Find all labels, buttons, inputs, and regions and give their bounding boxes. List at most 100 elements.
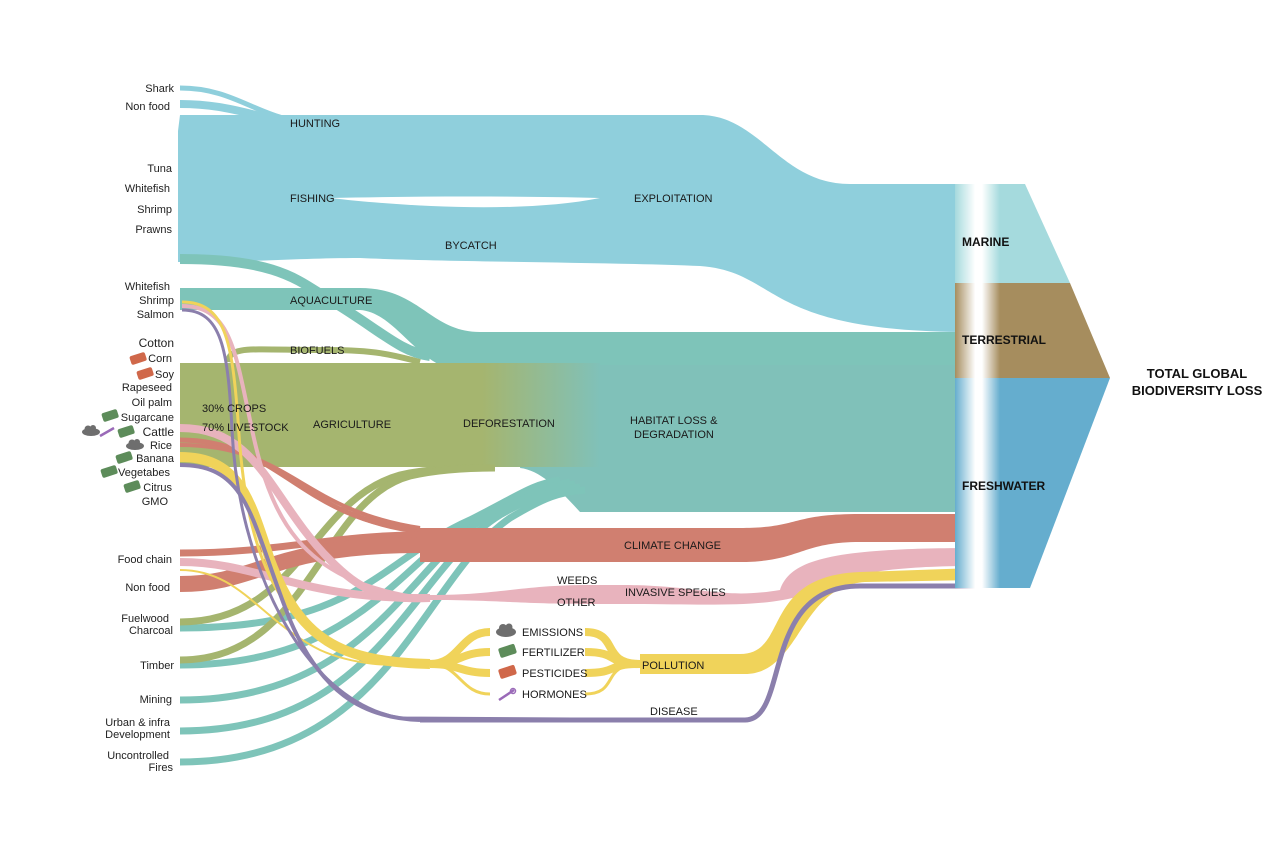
destination-labels: MARINE TERRESTRIAL FRESHWATER (962, 235, 1046, 493)
label-rice: Rice (150, 440, 172, 452)
syringe-icon (498, 687, 517, 702)
label-aquaculture: AQUACULTURE (290, 295, 372, 307)
label-food-chain: Food chain (118, 554, 172, 566)
label-urban-2: Development (105, 729, 170, 741)
cloud-icon (496, 623, 516, 637)
label-gmo: GMO (142, 496, 169, 508)
label-whitefish-marine: Whitefish (125, 183, 170, 195)
habitat-flows (180, 363, 960, 512)
flow-exploitation-band (178, 115, 960, 332)
flow-hormones-pollution (584, 662, 641, 696)
cloud-icon (82, 425, 100, 436)
label-total-1: TOTAL GLOBAL (1147, 366, 1247, 381)
syringe-icon (99, 426, 115, 438)
label-total-2: BIODIVERSITY LOSS (1132, 383, 1263, 398)
label-tuna: Tuna (147, 163, 173, 175)
flow-split-hormones (429, 662, 491, 696)
fertilizer-bag-icon (100, 465, 118, 478)
label-fuelwood: Fuelwood (121, 613, 169, 625)
flow-timber-deforestation (179, 464, 496, 664)
label-vegetables: Vegetabes (118, 467, 170, 479)
label-fishing: FISHING (290, 193, 335, 205)
label-agriculture: AGRICULTURE (313, 419, 391, 431)
label-pesticides: PESTICIDES (522, 668, 587, 680)
label-citrus: Citrus (143, 482, 172, 494)
pesticide-bag-icon (498, 664, 517, 679)
label-exploitation: EXPLOITATION (634, 193, 712, 205)
flow-fires-habitat (179, 486, 586, 766)
flow-disease-band (420, 583, 975, 723)
label-habitat-1: HABITAT LOSS & (630, 415, 718, 427)
label-sugarcane: Sugarcane (121, 412, 174, 424)
flow-agri-climate-3 (249, 458, 421, 534)
label-freshwater: FRESHWATER (962, 479, 1045, 493)
fertilizer-bag-icon (115, 451, 133, 464)
label-habitat-2: DEGRADATION (634, 429, 714, 441)
label-cotton: Cotton (139, 336, 174, 350)
source-labels: Shark Non food Tuna Whitefish Shrimp Pra… (105, 83, 175, 774)
fertilizer-bag-icon (123, 480, 141, 493)
label-other: OTHER (557, 597, 596, 609)
label-prawns: Prawns (135, 224, 172, 236)
label-shrimp-aqua: Shrimp (139, 295, 174, 307)
label-hormones: HORMONES (522, 689, 587, 701)
flow-weeds-other (430, 548, 975, 605)
label-salmon: Salmon (137, 309, 174, 321)
label-charcoal: Charcoal (129, 625, 173, 637)
label-bycatch: BYCATCH (445, 240, 497, 252)
flow-agri-disease (179, 463, 421, 722)
label-mining: Mining (140, 694, 172, 706)
label-deforestation: DEFORESTATION (463, 418, 555, 430)
label-fires-1: Uncontrolled (107, 750, 169, 762)
fertilizer-bag-icon (117, 425, 135, 438)
flow-pollution-band (640, 568, 975, 674)
label-shark: Shark (145, 83, 174, 95)
label-nonfood-marine: Non food (125, 101, 170, 113)
fertilizer-bag-icon (498, 643, 517, 658)
final-label: TOTAL GLOBAL BIODIVERSITY LOSS (1132, 366, 1263, 398)
flow-urban-habitat (179, 483, 581, 735)
flow-nonfood-pollution (179, 569, 431, 667)
label-shrimp-marine: Shrimp (137, 204, 172, 216)
disease-flows (179, 308, 975, 723)
pesticide-bag-icon (129, 352, 147, 365)
flow-aqua-disease (181, 308, 746, 722)
flow-habitat-band (520, 365, 960, 512)
pollution-icons (496, 623, 517, 702)
cloud-icon (126, 439, 144, 450)
label-whitefish-aqua: Whitefish (125, 281, 170, 293)
label-banana: Banana (136, 453, 175, 465)
destination-blocks (955, 180, 1110, 592)
label-pollution: POLLUTION (642, 660, 704, 672)
terrestrial-block-triangle (1025, 283, 1110, 378)
flow-aquaculture-band (180, 288, 960, 365)
flow-bycatch-gap (330, 196, 600, 208)
label-timber: Timber (140, 660, 174, 672)
label-fires-2: Fires (149, 762, 174, 774)
flow-climate-band (420, 514, 975, 562)
fertilizer-bag-icon (101, 409, 119, 422)
label-biofuels: BIOFUELS (290, 345, 344, 357)
label-disease: DISEASE (650, 706, 698, 718)
source-icons (82, 352, 154, 493)
label-climate-change: CLIMATE CHANGE (624, 540, 721, 552)
label-urban-1: Urban & infra (105, 717, 171, 729)
node-labels: HUNTING FISHING BYCATCH EXPLOITATION AQU… (202, 118, 726, 718)
label-crops: 30% CROPS (202, 403, 266, 415)
label-cattle: Cattle (143, 425, 175, 439)
white-fade-band (955, 180, 1000, 592)
label-oil-palm: Oil palm (132, 397, 172, 409)
label-soy: Soy (155, 369, 174, 381)
label-rapeseed: Rapeseed (122, 382, 172, 394)
label-fertilizer: FERTILIZER (522, 647, 585, 659)
label-corn: Corn (148, 353, 172, 365)
label-terrestrial: TERRESTRIAL (962, 333, 1046, 347)
flow-foodchain-invasive (179, 558, 431, 603)
label-nonfood-land: Non food (125, 582, 170, 594)
label-livestock: 70% LIVESTOCK (202, 422, 289, 434)
pesticide-bag-icon (136, 367, 154, 380)
label-emissions: EMISSIONS (522, 627, 583, 639)
marine-block-triangle (1025, 184, 1070, 283)
label-weeds: WEEDS (557, 575, 597, 587)
